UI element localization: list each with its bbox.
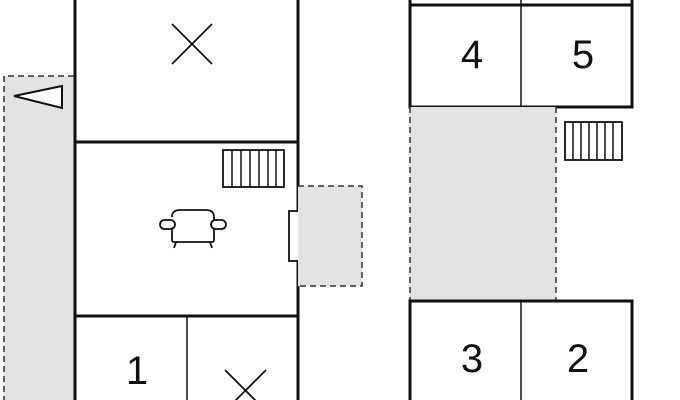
bedroom-2-number: 2 xyxy=(567,337,589,381)
bedroom-5-number: 5 xyxy=(572,33,594,77)
x-mark-icon xyxy=(224,369,267,400)
armchair-icon xyxy=(159,209,227,249)
bedroom-4-number: 4 xyxy=(461,33,483,77)
bedroom-1-number: 1 xyxy=(126,349,148,393)
radiator-icon xyxy=(564,121,623,161)
bedroom-3-number: 3 xyxy=(461,337,483,381)
left-building xyxy=(73,0,300,400)
courtyard xyxy=(409,107,557,301)
x-mark-icon xyxy=(171,23,213,65)
left-terrace xyxy=(3,75,74,400)
right-building-top xyxy=(408,0,634,109)
direction-arrow-icon xyxy=(13,84,63,110)
right-building-bottom xyxy=(408,299,634,400)
radiator-icon xyxy=(222,149,285,188)
side-terrace xyxy=(298,185,363,287)
